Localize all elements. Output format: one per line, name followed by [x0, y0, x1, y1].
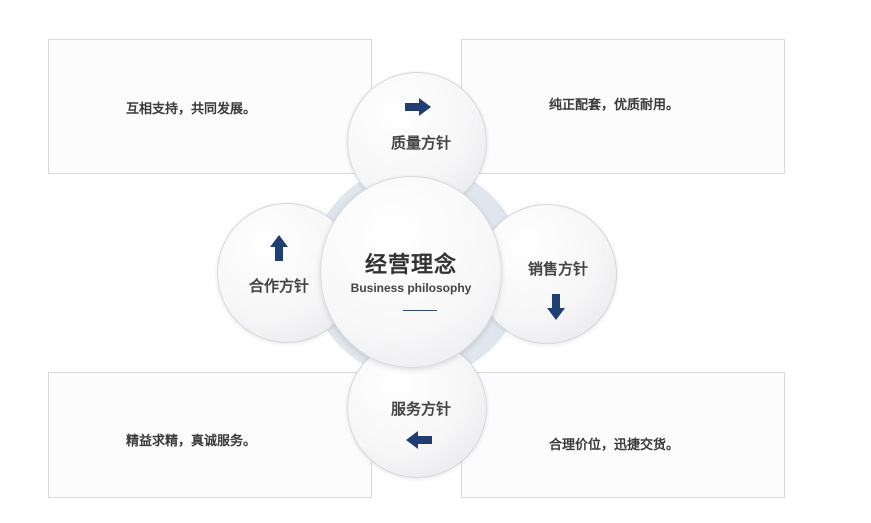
arrow-left-icon: [406, 431, 432, 449]
center-title: 经营理念: [364, 253, 457, 278]
center-subtitle: Business philosophy: [350, 281, 472, 295]
box-text: 互相支持，共同发展。: [126, 102, 257, 117]
center-business-philosophy: 经营理念 Business philosophy: [320, 176, 502, 368]
box-text: 合理价位，迅捷交货。: [549, 438, 680, 453]
text-box-bottom-right: 合理价位，迅捷交货。: [461, 372, 785, 498]
text-box-top-left: 互相支持，共同发展。: [48, 39, 372, 174]
box-text: 纯正配套，优质耐用。: [549, 98, 680, 113]
arrow-right-icon: [405, 98, 431, 116]
arrow-up-icon: [270, 235, 288, 261]
node-label: 服务方针: [391, 400, 452, 418]
box-text: 精益求精，真诚服务。: [126, 434, 257, 449]
arrow-down-icon: [547, 294, 565, 320]
node-label: 合作方针: [249, 277, 310, 295]
node-label: 质量方针: [391, 134, 452, 152]
node-label: 销售方针: [528, 260, 589, 278]
text-box-bottom-left: 精益求精，真诚服务。: [48, 372, 372, 498]
text-box-top-right: 纯正配套，优质耐用。: [461, 39, 785, 174]
center-divider: [403, 310, 437, 311]
